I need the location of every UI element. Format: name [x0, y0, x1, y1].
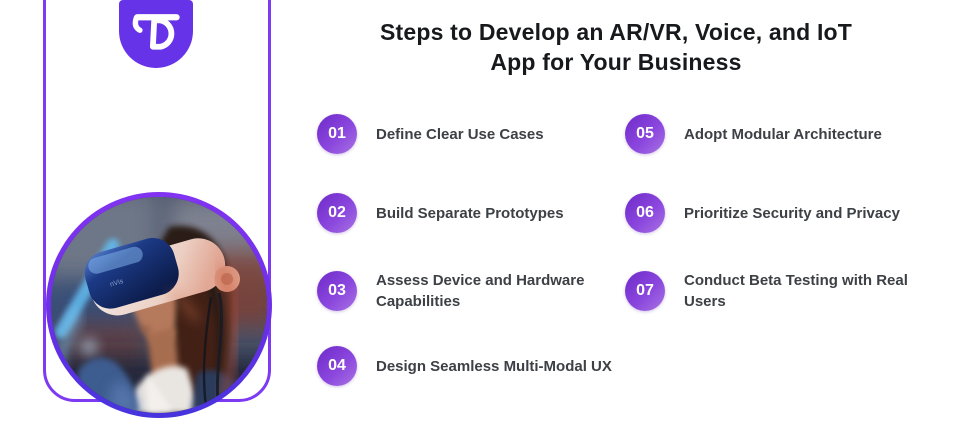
step-number-badge: 06: [625, 193, 665, 233]
step-row-07: 07 Conduct Beta Testing with Real Users: [625, 270, 944, 312]
step-row-02: 02 Build Separate Prototypes: [317, 193, 564, 233]
step-row-01: 01 Define Clear Use Cases: [317, 114, 544, 154]
vr-headset-photo: nVis: [51, 197, 267, 413]
step-number-badge: 02: [317, 193, 357, 233]
brand-monogram-icon: [129, 0, 183, 62]
brand-badge: [119, 0, 193, 68]
step-label: Design Seamless Multi-Modal UX: [376, 357, 612, 375]
step-number-badge: 03: [317, 271, 357, 311]
page-title-line2: App for Your Business: [490, 49, 742, 75]
step-label: Define Clear Use Cases: [376, 125, 544, 143]
step-label: Build Separate Prototypes: [376, 204, 564, 222]
step-label: Assess Device and Hardware Capabilities: [376, 272, 585, 310]
step-row-05: 05 Adopt Modular Architecture: [625, 114, 882, 154]
page-title: Steps to Develop an AR/VR, Voice, and Io…: [310, 17, 922, 77]
step-label: Adopt Modular Architecture: [684, 125, 882, 143]
step-label: Conduct Beta Testing with Real Users: [684, 272, 908, 310]
step-row-04: 04 Design Seamless Multi-Modal UX: [317, 346, 612, 386]
svg-text:nVis: nVis: [109, 278, 124, 289]
step-number-badge: 05: [625, 114, 665, 154]
step-row-06: 06 Prioritize Security and Privacy: [625, 193, 900, 233]
step-number-badge: 01: [317, 114, 357, 154]
step-number-badge: 07: [625, 271, 665, 311]
step-label: Prioritize Security and Privacy: [684, 204, 900, 222]
step-number-badge: 04: [317, 346, 357, 386]
photo-ring: nVis: [46, 192, 272, 418]
page-title-line1: Steps to Develop an AR/VR, Voice, and Io…: [379, 19, 853, 45]
step-row-03: 03 Assess Device and Hardware Capabiliti…: [317, 270, 636, 312]
